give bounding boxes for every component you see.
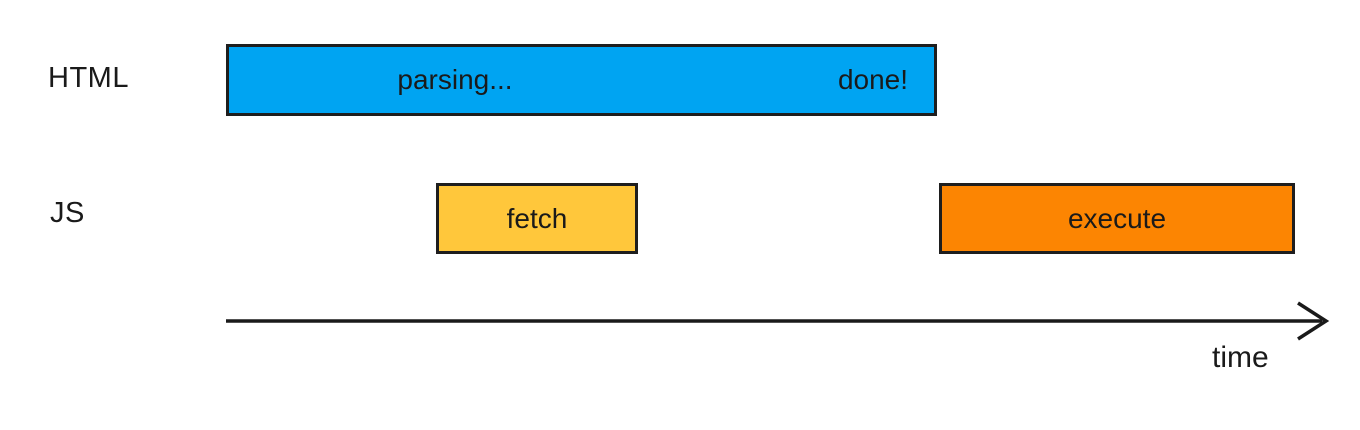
execute-label: execute [1067, 202, 1167, 234]
arrowhead-icon [1297, 301, 1330, 341]
js-fetch-bar: fetch [436, 183, 638, 254]
html-row-label: HTML [48, 62, 129, 94]
time-axis-arrow [226, 301, 1330, 341]
js-row-label: JS [50, 197, 85, 229]
fetch-label: fetch [506, 202, 568, 234]
time-axis-label: time [1212, 341, 1269, 374]
js-execute-bar: execute [939, 183, 1295, 254]
parsing-done-label: done! [837, 64, 909, 95]
html-parsing-bar: parsing... done! [226, 44, 937, 116]
parsing-label: parsing... [397, 64, 513, 95]
